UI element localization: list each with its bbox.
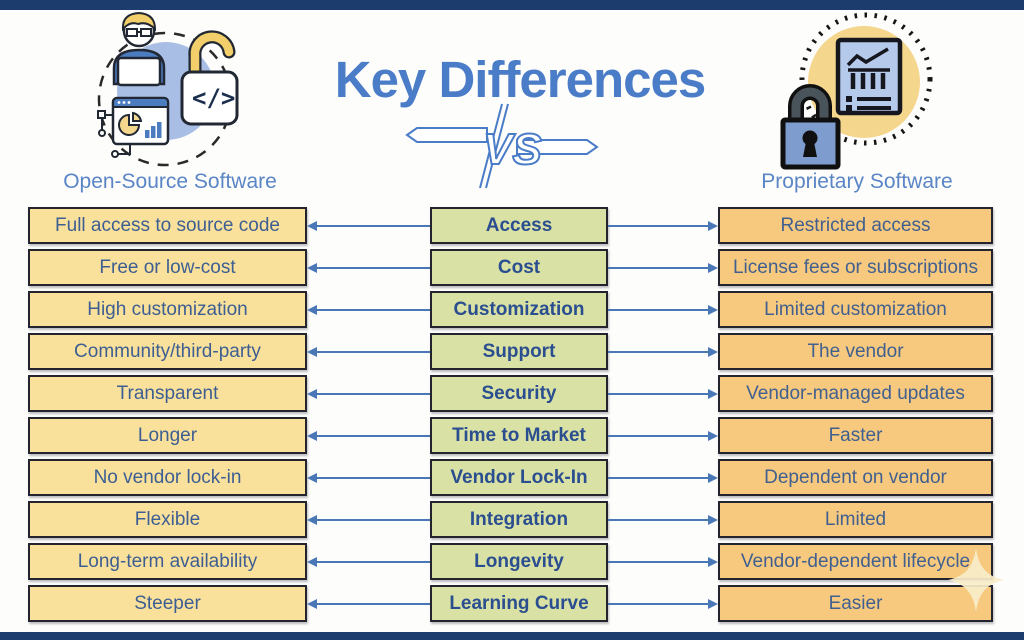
proprietary-cell: Vendor-dependent lifecycle — [718, 543, 993, 580]
left-arrow-icon — [307, 585, 430, 622]
category-cell: Learning Curve — [430, 585, 608, 622]
left-arrow-icon — [307, 291, 430, 328]
open-source-cell: Steeper — [28, 585, 307, 622]
open-source-cell: Long-term availability — [28, 543, 307, 580]
open-source-cell: No vendor lock-in — [28, 459, 307, 496]
comparison-table: Full access to source code Access Restri… — [28, 207, 993, 622]
proprietary-cell: Restricted access — [718, 207, 993, 244]
vs-banner-icon: VS — [405, 103, 599, 189]
open-source-label: Open-Source Software — [63, 170, 277, 193]
left-arrow-icon — [307, 249, 430, 286]
proprietary-cell: The vendor — [718, 333, 993, 370]
page-title: Key Differences — [334, 51, 707, 108]
category-cell: Time to Market — [430, 417, 608, 454]
proprietary-cell: Limited — [718, 501, 993, 538]
right-arrow-icon — [608, 375, 718, 412]
category-cell: Integration — [430, 501, 608, 538]
left-arrow-icon — [307, 501, 430, 538]
left-arrow-icon — [307, 543, 430, 580]
open-source-cell: Transparent — [28, 375, 307, 412]
proprietary-illustration — [775, 10, 935, 170]
bottom-border — [0, 632, 1024, 640]
open-source-cell: Full access to source code — [28, 207, 307, 244]
left-arrow-icon — [307, 333, 430, 370]
open-source-cell: Free or low-cost — [28, 249, 307, 286]
category-cell: Cost — [430, 249, 608, 286]
open-source-cell: High customization — [28, 291, 307, 328]
vs-label: VS — [483, 125, 542, 174]
proprietary-cell: Faster — [718, 417, 993, 454]
open-source-cell: Community/third-party — [28, 333, 307, 370]
right-arrow-icon — [608, 585, 718, 622]
right-arrow-icon — [608, 543, 718, 580]
category-cell: Security — [430, 375, 608, 412]
category-cell: Longevity — [430, 543, 608, 580]
category-cell: Vendor Lock-In — [430, 459, 608, 496]
vs-banner: VS — [390, 98, 620, 198]
left-arrow-icon — [307, 375, 430, 412]
left-arrow-icon — [307, 417, 430, 454]
right-arrow-icon — [608, 207, 718, 244]
open-source-illustration: </> — [88, 11, 248, 172]
right-arrow-icon — [608, 459, 718, 496]
dotted-circle — [799, 12, 933, 146]
proprietary-cell: Dependent on vendor — [718, 459, 993, 496]
open-source-cell: Longer — [28, 417, 307, 454]
right-arrow-icon — [608, 333, 718, 370]
proprietary-cell: Vendor-managed updates — [718, 375, 993, 412]
right-arrow-icon — [608, 249, 718, 286]
report-icon — [835, 37, 903, 116]
category-cell: Customization — [430, 291, 608, 328]
category-cell: Access — [430, 207, 608, 244]
right-arrow-icon — [608, 291, 718, 328]
left-arrow-icon — [307, 207, 430, 244]
category-cell: Support — [430, 333, 608, 370]
proprietary-cell: Easier — [718, 585, 993, 622]
top-border — [0, 0, 1024, 10]
analytics-window-icon — [97, 96, 170, 158]
right-arrow-icon — [608, 501, 718, 538]
unlock-icon: </> — [180, 30, 239, 126]
developer-icon — [112, 11, 166, 87]
sparkle-icon — [946, 546, 1006, 618]
proprietary-label: Proprietary Software — [761, 170, 953, 193]
proprietary-cell: License fees or subscriptions — [718, 249, 993, 286]
left-arrow-icon — [307, 459, 430, 496]
proprietary-cell: Limited customization — [718, 291, 993, 328]
right-arrow-icon — [608, 417, 718, 454]
code-icon: </> — [192, 84, 235, 112]
lock-icon — [780, 84, 841, 170]
open-source-cell: Flexible — [28, 501, 307, 538]
